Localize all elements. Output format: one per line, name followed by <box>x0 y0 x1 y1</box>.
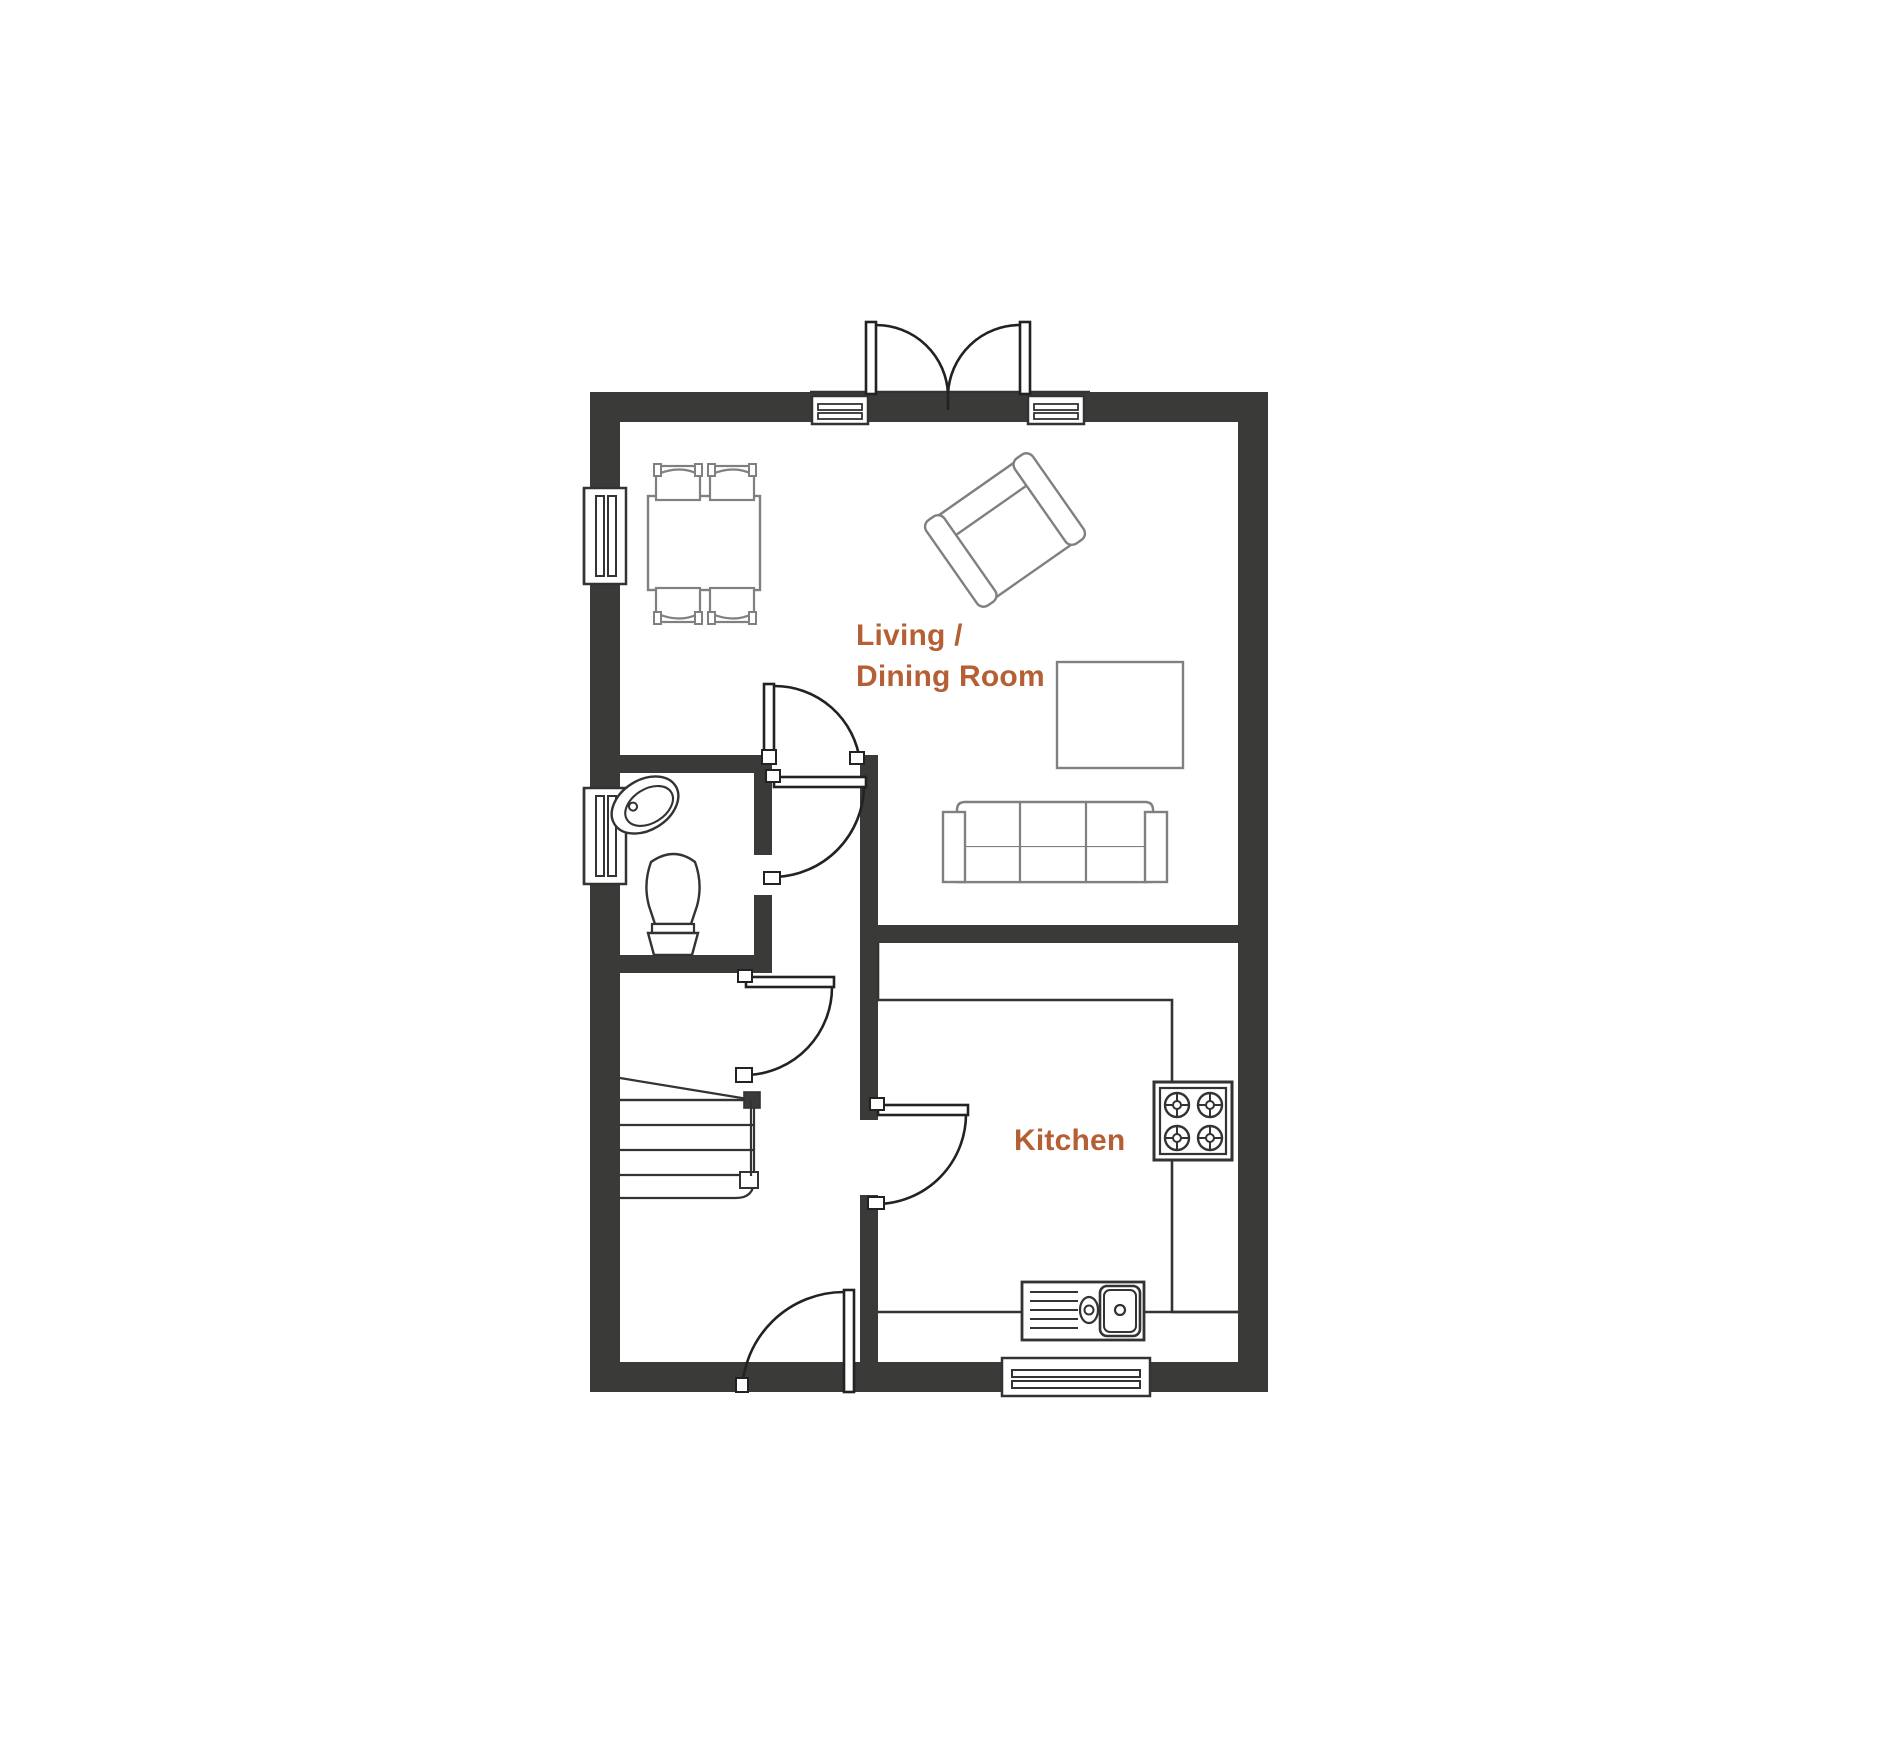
furniture-group <box>646 452 1185 884</box>
armchair <box>923 452 1087 608</box>
dining-chair-top-left <box>653 463 703 502</box>
door-living-hall <box>761 682 865 765</box>
dining-table <box>646 494 762 592</box>
label-living-dining-line2: Dining Room <box>856 660 1045 693</box>
wall-kitchen-top <box>860 925 1238 943</box>
door-group <box>735 320 1032 1394</box>
wall-hall-vertical-lower <box>860 925 878 1120</box>
kitchen-sink <box>1020 1280 1146 1342</box>
label-living-dining-line1: Living / <box>856 619 963 652</box>
wc-fixtures <box>610 775 701 957</box>
coffee-table <box>1055 660 1185 770</box>
hob-burner-top-left <box>1163 1091 1191 1119</box>
hob-burner-bottom-right <box>1196 1124 1224 1152</box>
wall-wc-right-lower <box>754 895 772 970</box>
sofa-three-seat <box>941 800 1169 884</box>
wall-wc-bottom <box>620 955 772 973</box>
stair-winder-edge <box>619 1076 755 1102</box>
door-wc <box>763 769 868 885</box>
dining-chair-bottom-right <box>707 586 757 625</box>
door-understairs <box>735 969 836 1083</box>
wall-hall-vertical-bottom <box>860 1195 878 1362</box>
kitchen-fixtures <box>876 943 1238 1342</box>
staircase <box>619 1076 761 1200</box>
hob-burner-top-right <box>1196 1091 1224 1119</box>
kitchen-hob <box>1152 1080 1234 1162</box>
window-front-top-left <box>810 394 870 426</box>
label-kitchen: Kitchen <box>1014 1124 1125 1157</box>
sink-plughole <box>1113 1303 1127 1317</box>
window-kitchen-rear <box>1000 1356 1152 1398</box>
window-front-top-right <box>1026 394 1086 426</box>
wall-wc-top <box>620 755 772 773</box>
french-doors <box>864 320 1032 410</box>
room-labels: Living / Dining Room Kitchen <box>856 619 1125 1157</box>
front-door <box>735 1288 856 1394</box>
hob-burner-bottom-left <box>1163 1124 1191 1152</box>
door-kitchen <box>867 1097 970 1210</box>
dining-chair-bottom-left <box>653 586 703 625</box>
stair-newel-bottom <box>739 1171 759 1189</box>
wc-toilet <box>645 852 701 957</box>
window-front-left <box>582 486 628 586</box>
dining-chair-top-right <box>707 463 757 502</box>
wc-basin <box>610 775 680 835</box>
